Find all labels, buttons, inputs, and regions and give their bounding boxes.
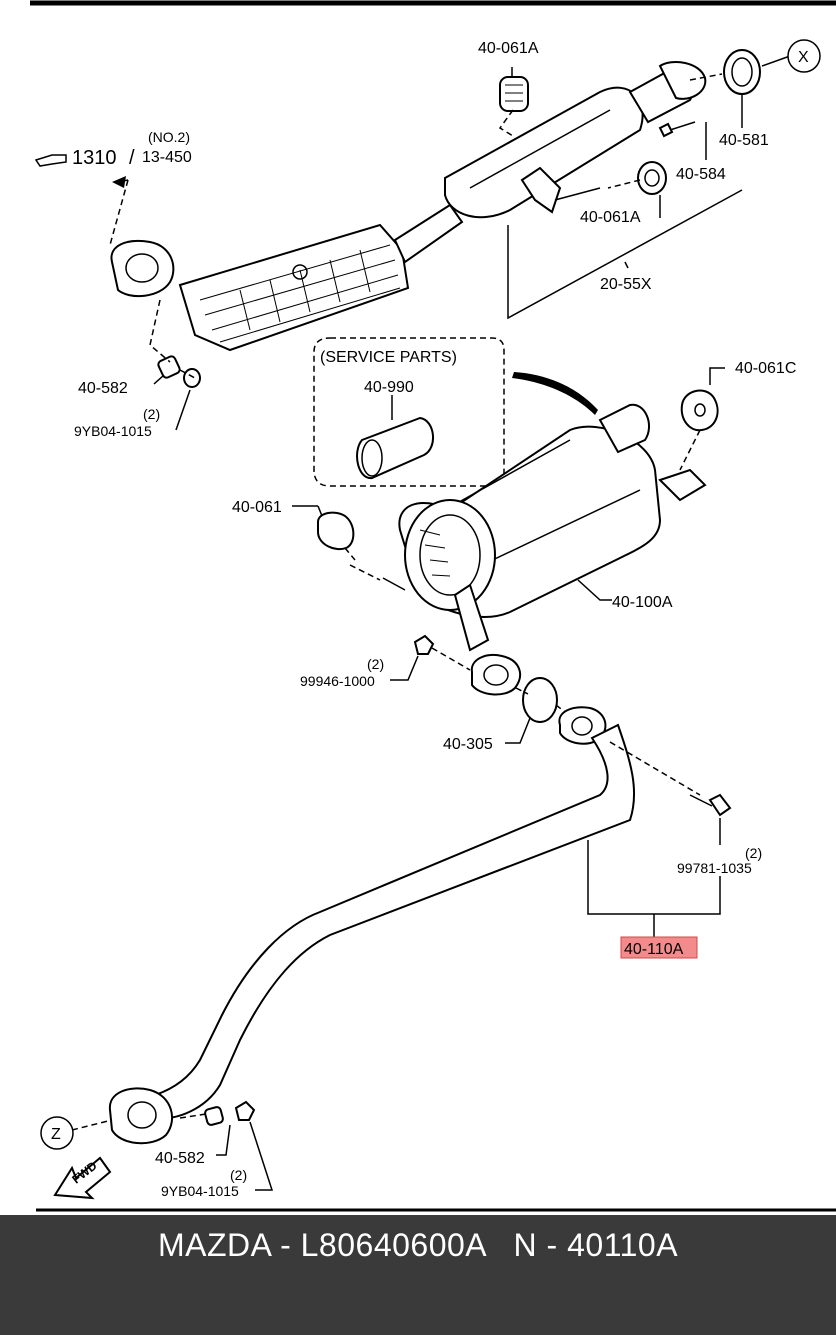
- muffler-leader-lines: [292, 367, 725, 744]
- label-qty-top: (2): [143, 406, 160, 422]
- label-9yb04-bot[interactable]: 9YB04-1015: [161, 1183, 239, 1199]
- catalytic-converter-assembly: [110, 49, 761, 388]
- label-99781[interactable]: 99781-1035: [677, 860, 752, 876]
- label-z: Z: [51, 1126, 61, 1143]
- label-40-584[interactable]: 40-584: [676, 166, 726, 183]
- label-40-990[interactable]: 40-990: [364, 379, 414, 396]
- highlight-box: [620, 936, 698, 959]
- center-pipe-leader-lines: [71, 741, 721, 1191]
- label-no2: (NO.2): [148, 129, 190, 145]
- label-40-582-bot[interactable]: 40-582: [155, 1150, 205, 1167]
- label-20-55x[interactable]: 20-55X: [600, 276, 652, 293]
- label-40-582-top[interactable]: 40-582: [78, 380, 128, 397]
- label-qty-nut: (2): [367, 656, 384, 672]
- label-qty-bolt: (2): [745, 845, 762, 861]
- label-service-parts: (SERVICE PARTS): [320, 349, 457, 366]
- top-leader-lines: [109, 55, 791, 431]
- label-40-061a-mid[interactable]: 40-061A: [580, 209, 641, 226]
- label-13-450[interactable]: 13-450: [142, 149, 192, 166]
- label-40-061c[interactable]: 40-061C: [735, 360, 796, 377]
- label-40-581[interactable]: 40-581: [719, 132, 769, 149]
- label-slash: /: [129, 147, 135, 169]
- main-muffler: [317, 389, 719, 723]
- exhaust-system-diagram: 40-061A X 40-581 40-584 40-061A 20-55X (…: [30, 0, 836, 1212]
- label-qty-bot: (2): [230, 1167, 247, 1183]
- footer-bar: MAZDA - L80640600A N - 40110A: [0, 1215, 836, 1335]
- label-99946[interactable]: 99946-1000: [300, 673, 375, 689]
- part-labels: 40-061A X 40-581 40-584 40-061A 20-55X (…: [51, 40, 809, 1199]
- circle-marker-z: [40, 1116, 74, 1150]
- center-pipe: [108, 706, 732, 1145]
- label-9yb04-top[interactable]: 9YB04-1015: [74, 423, 152, 439]
- label-40-305[interactable]: 40-305: [443, 736, 493, 753]
- part-number-caption: MAZDA - L80640600A N - 40110A: [157, 1227, 679, 1263]
- label-1310[interactable]: 1310: [72, 147, 117, 169]
- pointing-hand-icon: [34, 154, 67, 167]
- label-40-061[interactable]: 40-061: [232, 499, 282, 516]
- fwd-arrow: [53, 1156, 112, 1200]
- label-40-110a[interactable]: 40-110A: [624, 941, 684, 958]
- label-x: X: [798, 49, 809, 66]
- circle-marker-x: [787, 39, 821, 73]
- label-40-100a[interactable]: 40-100A: [612, 594, 673, 611]
- label-40-061a-top[interactable]: 40-061A: [478, 40, 539, 57]
